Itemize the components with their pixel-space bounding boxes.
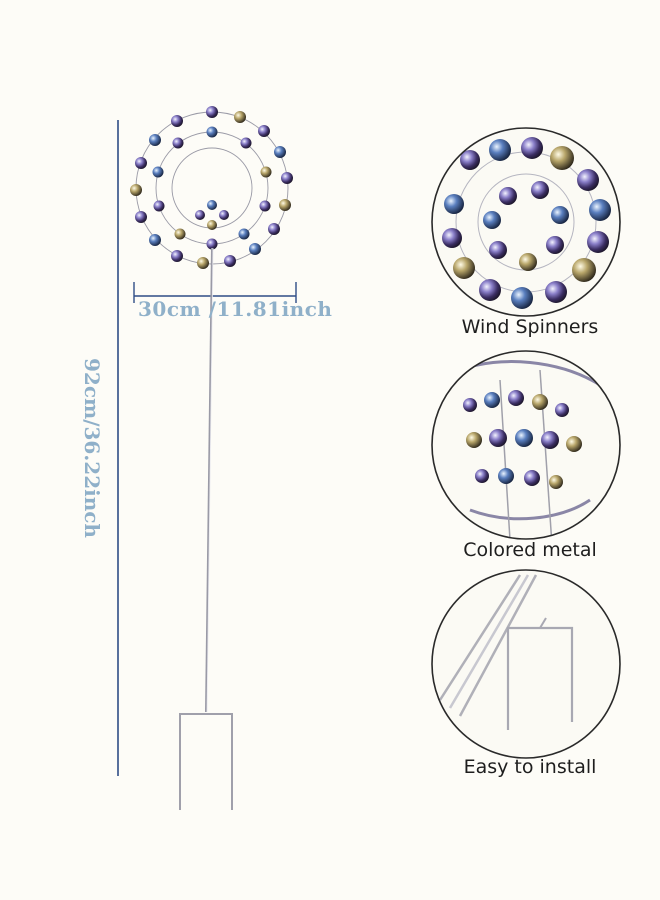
- spinner-closeup-image: [431, 127, 621, 317]
- feature-caption-wind-spinners: Wind Spinners: [461, 316, 599, 338]
- width-dimension-line: [133, 282, 297, 303]
- feature-caption-easy-install: Easy to install: [463, 756, 597, 778]
- ground-stake-closeup-image: [431, 569, 621, 759]
- wind-spinner-product: [130, 106, 293, 810]
- width-dimension-label: 30cm /11.81inch: [138, 297, 333, 321]
- colored-metal-closeup-image: [431, 350, 621, 540]
- feature-caption-colored-metal: Colored metal: [463, 539, 597, 561]
- height-dimension-label: 92cm/36.22inch: [80, 358, 104, 538]
